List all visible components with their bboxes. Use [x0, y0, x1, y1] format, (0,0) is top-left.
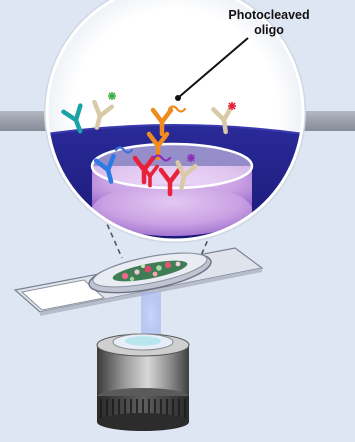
- starburst-icon: [108, 92, 116, 100]
- light-beam: [141, 292, 161, 338]
- magnified-view: [44, 0, 306, 243]
- sample-well: [90, 142, 254, 236]
- squiggle-oligo-icon: [114, 146, 134, 154]
- callout-pointer-dot: [175, 95, 181, 101]
- tissue-cells: [121, 261, 181, 282]
- callout-line-2: oligo: [254, 23, 284, 37]
- callout-label: Photocleaved oligo: [214, 8, 324, 38]
- slide-label-area: [20, 279, 106, 311]
- starburst-icon: [187, 154, 195, 162]
- callout-line-1: Photocleaved: [228, 8, 310, 22]
- starburst-icon: [228, 102, 236, 110]
- squiggle-oligo-icon: [152, 154, 172, 162]
- microscope-objective-icon: [96, 333, 190, 431]
- sample-chamber: [88, 252, 212, 294]
- callout-pointer: [178, 37, 249, 98]
- squiggle-oligo-icon: [167, 105, 187, 113]
